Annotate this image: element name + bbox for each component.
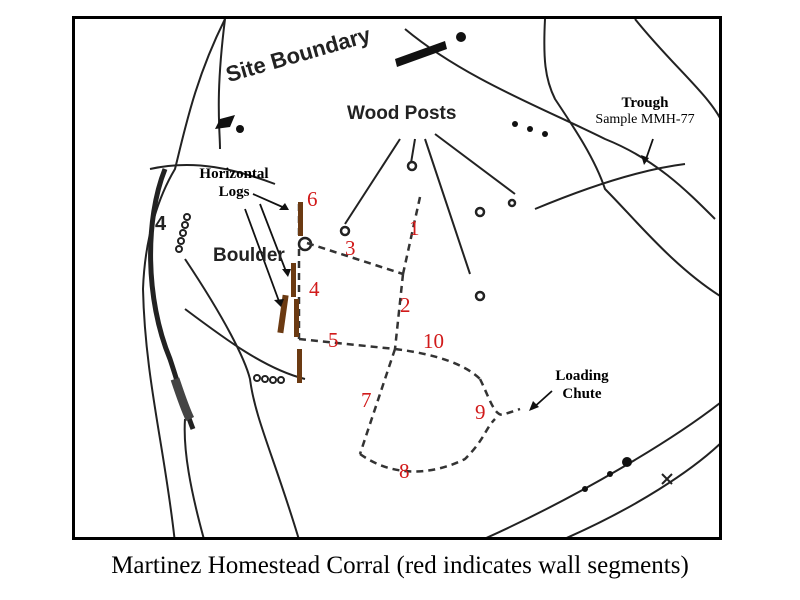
horizontal-logs-label: Horizontal Logs (189, 165, 279, 201)
x-mark (661, 473, 673, 485)
map-drawing (141, 19, 719, 537)
corral-map: Site Boundary Wood Posts Boulder 4 Horiz… (72, 16, 722, 540)
rock (175, 245, 183, 253)
boundary-dot (607, 471, 613, 477)
rock (177, 237, 185, 245)
log-4b (294, 299, 299, 337)
wall-segment-label-1: 1 (409, 216, 420, 240)
arrowhead (529, 401, 539, 411)
boundary-dot (527, 126, 533, 132)
log-4a (291, 263, 296, 297)
wall-segment-label-5: 5 (328, 328, 339, 352)
boundary-line-north (217, 19, 226, 150)
wall-segment-path-9 (478, 378, 521, 416)
boundary-line-west (141, 19, 226, 537)
wall-segment-label-9: 9 (475, 400, 486, 424)
post-marker (507, 198, 517, 208)
wall-segment-path-3 (306, 241, 404, 276)
boundary-line-west-inner (183, 418, 205, 537)
boundary-line-se-2 (566, 443, 719, 537)
boundary-line-se (485, 402, 719, 537)
boundary-dot (236, 125, 244, 133)
boundary-dot (582, 486, 588, 492)
loading-chute-label: Loading Chute (542, 367, 622, 403)
rock (179, 229, 187, 237)
trough-line (534, 163, 686, 210)
trough-sample: Sample MMH-77 (595, 112, 695, 127)
trough-label: Trough Sample MMH-77 (575, 95, 715, 128)
wall-segment-label-6: 6 (307, 187, 318, 211)
wall-segment-path-5 (298, 337, 396, 351)
inner-west-line (184, 308, 306, 380)
logs-arrow-1 (252, 193, 288, 210)
wall-segment-path-1 (401, 196, 422, 275)
rock (269, 376, 277, 384)
wall-segment-label-8: 8 (399, 459, 410, 483)
area-number-label: 4 (155, 213, 167, 235)
boundary-line-ne (634, 19, 719, 119)
wall-segment-label-3: 3 (345, 236, 356, 260)
post-marker (339, 225, 351, 237)
post-line-3 (434, 133, 516, 195)
arrowhead (279, 203, 289, 210)
wall-segment-path-7 (358, 348, 397, 455)
log-4c (277, 294, 289, 334)
log-5 (297, 349, 302, 383)
rock (181, 221, 189, 229)
inner-west-line-2 (184, 258, 300, 537)
wall-segment-label-4: 4 (309, 277, 320, 301)
wall-segment-path-8 (359, 418, 496, 473)
boundary-dot (512, 121, 518, 127)
inner-north-line (149, 164, 276, 185)
boundary-line-east (404, 28, 716, 220)
boulder-label: Boulder (213, 245, 285, 266)
boundary-line-east-2 (543, 19, 719, 297)
ridge-line-dark (170, 377, 195, 422)
loading-chute-line1: Loading (555, 368, 609, 384)
rock (277, 376, 285, 384)
post-line-1 (344, 138, 401, 225)
wall-segment-label-7: 7 (361, 388, 372, 412)
boundary-dot (456, 32, 466, 42)
arrowhead (274, 299, 284, 307)
site-boundary-dash (395, 41, 447, 67)
arrowhead (282, 269, 291, 277)
log-6 (298, 202, 303, 236)
post-marker (406, 160, 418, 172)
horizontal-logs-line1: Horizontal (199, 166, 269, 182)
horizontal-logs-line2: Logs (218, 184, 250, 200)
post-marker (474, 206, 486, 218)
site-boundary-dash (215, 115, 235, 129)
boundary-dot (622, 457, 632, 467)
wall-segment-path-10 (394, 347, 481, 380)
wall-segment-path-2 (393, 273, 405, 350)
arrowhead (641, 155, 649, 165)
post-marker (474, 290, 486, 302)
trough-title: Trough (621, 95, 669, 111)
boundary-dot (542, 131, 548, 137)
logs-arrow-2 (259, 203, 288, 275)
logs-arrow-3 (244, 208, 281, 305)
figure-caption: Martinez Homestead Corral (red indicates… (111, 552, 689, 579)
rock (261, 375, 269, 383)
post-line-2 (424, 138, 471, 275)
rock (183, 213, 191, 221)
wall-segment-label-2: 2 (400, 293, 411, 317)
wood-posts-label: Wood Posts (347, 103, 457, 124)
rock (253, 374, 261, 382)
wall-segment-label-10: 10 (423, 329, 444, 353)
loading-chute-line2: Chute (562, 386, 602, 402)
